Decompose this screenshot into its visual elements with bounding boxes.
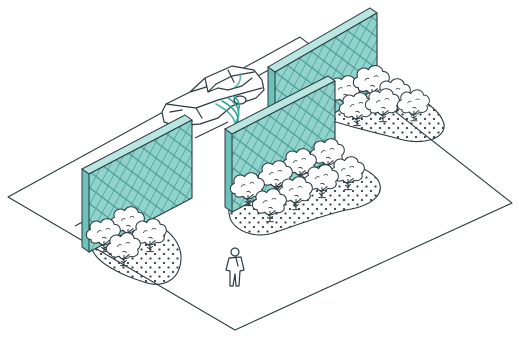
sound-barrier-illustration [0,0,519,337]
